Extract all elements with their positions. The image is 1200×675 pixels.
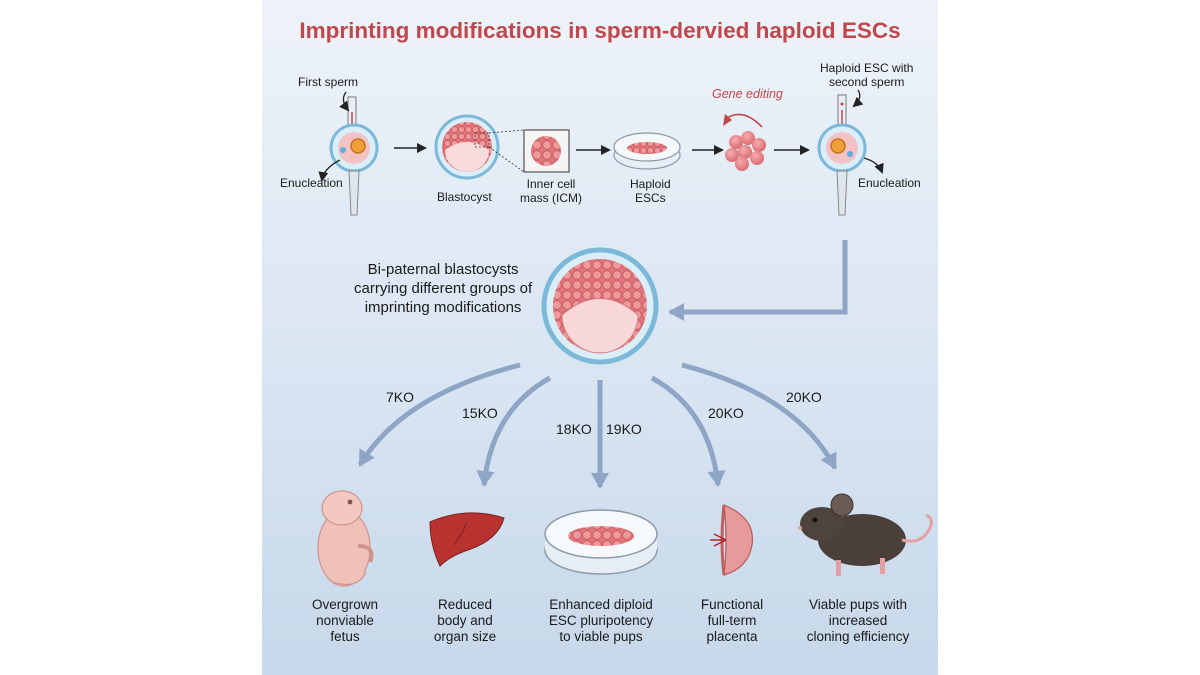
gene-editing-label: Gene editing — [712, 87, 783, 101]
mouse-icon — [798, 493, 933, 576]
icm-label: Inner cell mass (ICM) — [520, 177, 582, 205]
ko-label-20b: 20KO — [786, 389, 822, 405]
petri-dish-icon — [613, 132, 681, 170]
figure-title: Imprinting modifications in sperm-dervie… — [299, 18, 901, 43]
bi-paternal-label: Bi-paternal blastocysts carrying differe… — [354, 261, 533, 316]
blastocyst-label: Blastocyst — [437, 190, 492, 204]
ko-label-15: 15KO — [462, 405, 498, 421]
blastocyst-icon — [434, 114, 500, 180]
haploid-escs-label: Haploid ESCs — [630, 177, 671, 205]
return-arrow — [668, 240, 848, 321]
sperm-arrow-right — [852, 89, 864, 108]
icm-icon — [523, 129, 570, 173]
outcome-arrows — [357, 362, 838, 489]
holding-pipette-icon-right — [836, 170, 848, 216]
enucleation-arrow-right — [863, 157, 884, 174]
outcome-placenta-label: Functional full-term placenta — [700, 597, 764, 644]
oocyte-icon-right — [817, 123, 867, 173]
outcome-mouse-label: Viable pups with increased cloning effic… — [806, 597, 910, 644]
haploid-esc-second-sperm-label: Haploid ESC with second sperm — [820, 61, 914, 89]
cell-cluster-icon — [725, 131, 766, 171]
liver-icon — [429, 512, 505, 567]
enucleation-right-label: Enucleation — [858, 176, 921, 190]
petri-dish-large-icon — [544, 509, 658, 575]
ko-label-20a: 20KO — [708, 405, 744, 421]
sperm-arrow-left — [339, 91, 350, 112]
first-sperm-label: First sperm — [298, 75, 358, 89]
ko-label-19: 19KO — [606, 421, 642, 437]
outcome-dish-label: Enhanced diploid ESC pluripotency to via… — [548, 597, 654, 644]
fetus-icon — [317, 490, 374, 587]
figure-panel: Imprinting modifications in sperm-dervie… — [262, 0, 938, 675]
outcome-fetus-label: Overgrown nonviable fetus — [311, 597, 379, 644]
placenta-icon — [710, 504, 754, 576]
oocyte-icon — [329, 123, 379, 173]
ko-label-7: 7KO — [386, 389, 415, 405]
ko-label-18: 18KO — [556, 421, 592, 437]
diagram-canvas — [317, 89, 933, 587]
blastocyst-large-icon — [541, 247, 659, 365]
outcome-liver-label: Reduced body and organ size — [433, 597, 497, 644]
holding-pipette-icon — [348, 170, 360, 216]
enucleation-arrow-left — [318, 159, 341, 182]
enucleation-left-label: Enucleation — [280, 176, 343, 190]
